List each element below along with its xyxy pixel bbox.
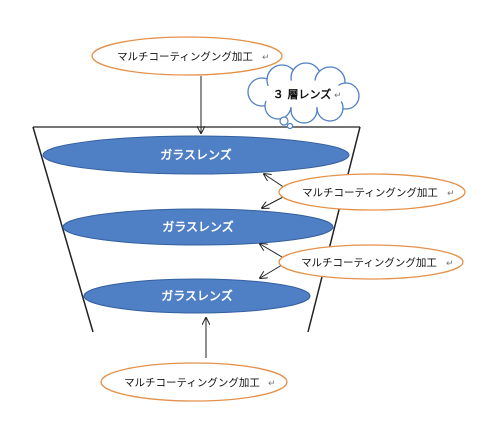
cloud-bubble-large (279, 116, 289, 126)
arrow-to-layer-2-bottom (260, 244, 283, 258)
callout-right-2-oval (278, 244, 464, 280)
cloud-paragraph-mark: ↵ (334, 91, 342, 101)
arrows (201, 76, 286, 358)
arrow-to-layer-1 (264, 174, 286, 189)
frame-left-side (32, 126, 94, 333)
arrow-to-layer-3 (260, 264, 283, 278)
callout-top-paragraph-mark: ↵ (262, 53, 270, 63)
funnel-frame (32, 126, 361, 333)
frame-right-side (307, 126, 361, 333)
callout-right-2-label: マルチコーティングング加工 (301, 256, 437, 269)
lens-3-label: ガラスレンズ (161, 288, 233, 303)
callout-right-2-paragraph-mark: ↵ (446, 259, 454, 269)
lens-2: ガラスレンズ (62, 208, 334, 246)
cloud-bubble-small (286, 122, 294, 130)
arrow-to-layer-2 (262, 195, 286, 208)
callout-right-1-paragraph-mark: ↵ (447, 189, 455, 199)
lens-2-label: ガラスレンズ (162, 219, 234, 234)
callout-top-oval (91, 36, 283, 76)
lens-3-shape (83, 278, 311, 314)
callout-right-1-label: マルチコーティングング加工 (302, 186, 438, 199)
lens-1-shape (42, 135, 350, 175)
lens-1: ガラスレンズ (42, 135, 350, 175)
callout-top: マルチコーティングング加工 ↵ (91, 36, 283, 76)
callout-bottom-oval (100, 362, 288, 402)
callout-bottom-label: マルチコーティングング加工 (124, 376, 260, 389)
cloud-shape (247, 62, 360, 124)
callout-right-1-oval (278, 173, 466, 211)
lens-3: ガラスレンズ (83, 278, 311, 314)
callout-top-label: マルチコーティングング加工 (117, 50, 253, 63)
thought-cloud: ３ 層レンズ ↵ (247, 62, 360, 130)
callout-bottom: マルチコーティングング加工 ↵ (100, 362, 288, 402)
callout-right-2: マルチコーティングング加工 ↵ (278, 244, 464, 280)
lens-1-label: ガラスレンズ (160, 147, 232, 162)
callout-bottom-paragraph-mark: ↵ (268, 379, 276, 389)
lens-2-shape (62, 208, 334, 246)
cloud-label: ３ 層レンズ (273, 87, 332, 101)
callout-right-1: マルチコーティングング加工 ↵ (278, 173, 466, 211)
